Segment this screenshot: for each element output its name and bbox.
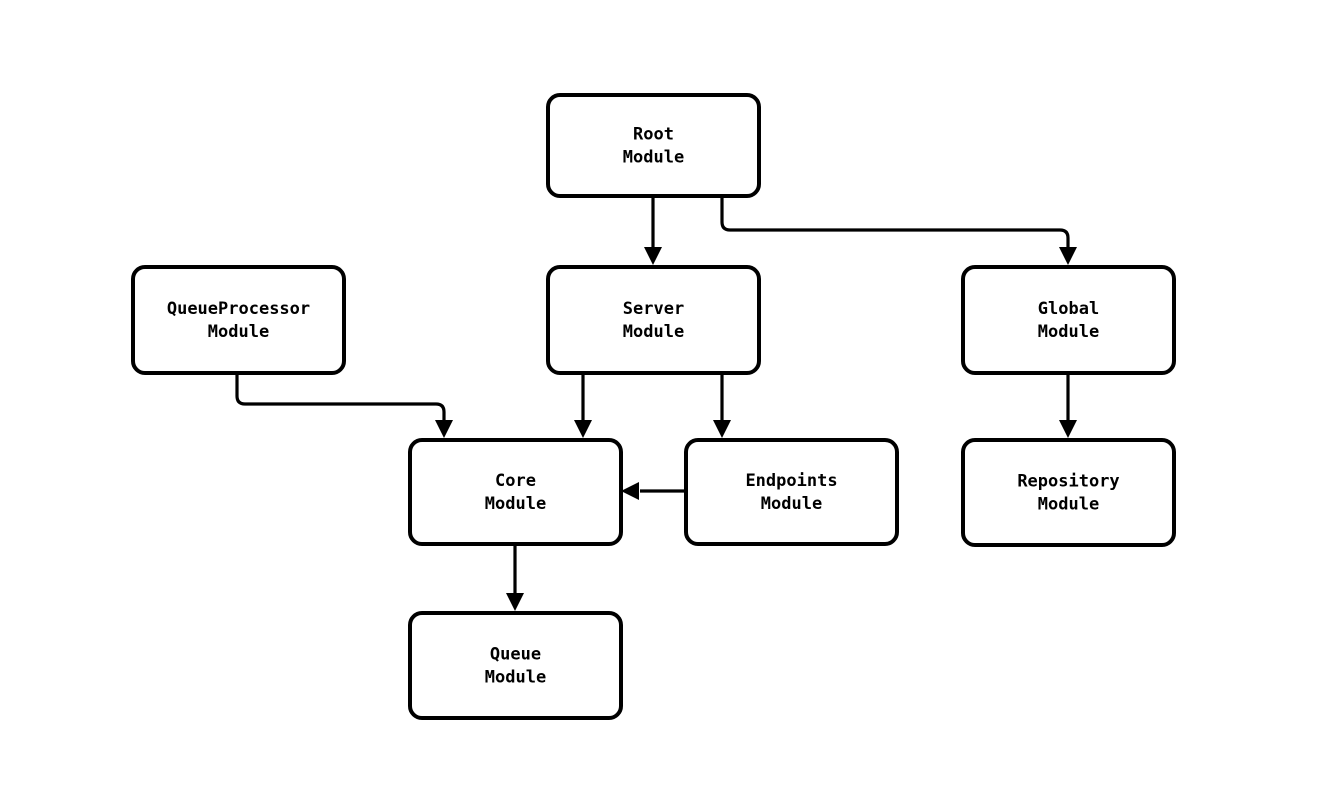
edge-global-to-repository: [1059, 373, 1077, 438]
edge-arrowhead: [621, 482, 639, 500]
node-box-global[interactable]: [961, 265, 1176, 375]
node-label-line1-core: Core: [495, 471, 536, 491]
node-box-server[interactable]: [546, 265, 761, 375]
node-label-line2-global: Module: [1038, 322, 1099, 342]
node-label-line1-repository: Repository: [1017, 472, 1119, 492]
node-label-line2-queue: Module: [485, 668, 546, 688]
edge-arrowhead: [574, 420, 592, 438]
edge-arrowhead: [1059, 247, 1077, 265]
node-layer: RootModuleQueueProcessorModuleServerModu…: [131, 93, 1176, 720]
edge-core-to-queue: [506, 544, 524, 611]
edge-line: [720, 196, 1070, 248]
node-label-line1-global: Global: [1038, 299, 1099, 319]
edge-root-to-global: [720, 196, 1077, 265]
node-label-line2-endpoints: Module: [761, 494, 822, 514]
node-label-line1-queue: Queue: [490, 645, 541, 665]
node-label-line2-queueprocessor: Module: [208, 322, 269, 342]
node-box-queueprocessor[interactable]: [131, 265, 346, 375]
node-label-line2-root: Module: [623, 148, 684, 168]
edge-root-to-server: [644, 196, 662, 265]
node-label-line2-core: Module: [485, 494, 546, 514]
node-box-repository[interactable]: [961, 438, 1176, 547]
edge-server-to-core: [574, 373, 592, 438]
edge-layer: [235, 196, 1077, 611]
node-label-line1-queueprocessor: QueueProcessor: [167, 299, 310, 319]
edge-queueprocessor-to-core: [235, 373, 453, 438]
edge-arrowhead: [713, 420, 731, 438]
node-label-line2-server: Module: [623, 322, 684, 342]
node-box-root[interactable]: [546, 93, 761, 198]
node-box-queue[interactable]: [408, 611, 623, 720]
edge-arrowhead: [506, 593, 524, 611]
node-label-line1-server: Server: [623, 299, 684, 319]
edge-server-to-endpoints: [713, 373, 731, 438]
edge-arrowhead: [1059, 420, 1077, 438]
node-label-line1-endpoints: Endpoints: [745, 471, 837, 491]
node-label-line1-root: Root: [633, 125, 674, 145]
node-box-endpoints[interactable]: [684, 438, 899, 546]
node-box-core[interactable]: [408, 438, 623, 546]
edge-arrowhead: [435, 420, 453, 438]
edge-endpoints-to-core: [621, 482, 686, 500]
node-label-line2-repository: Module: [1038, 495, 1099, 515]
edge-line: [235, 373, 446, 421]
edge-arrowhead: [644, 247, 662, 265]
